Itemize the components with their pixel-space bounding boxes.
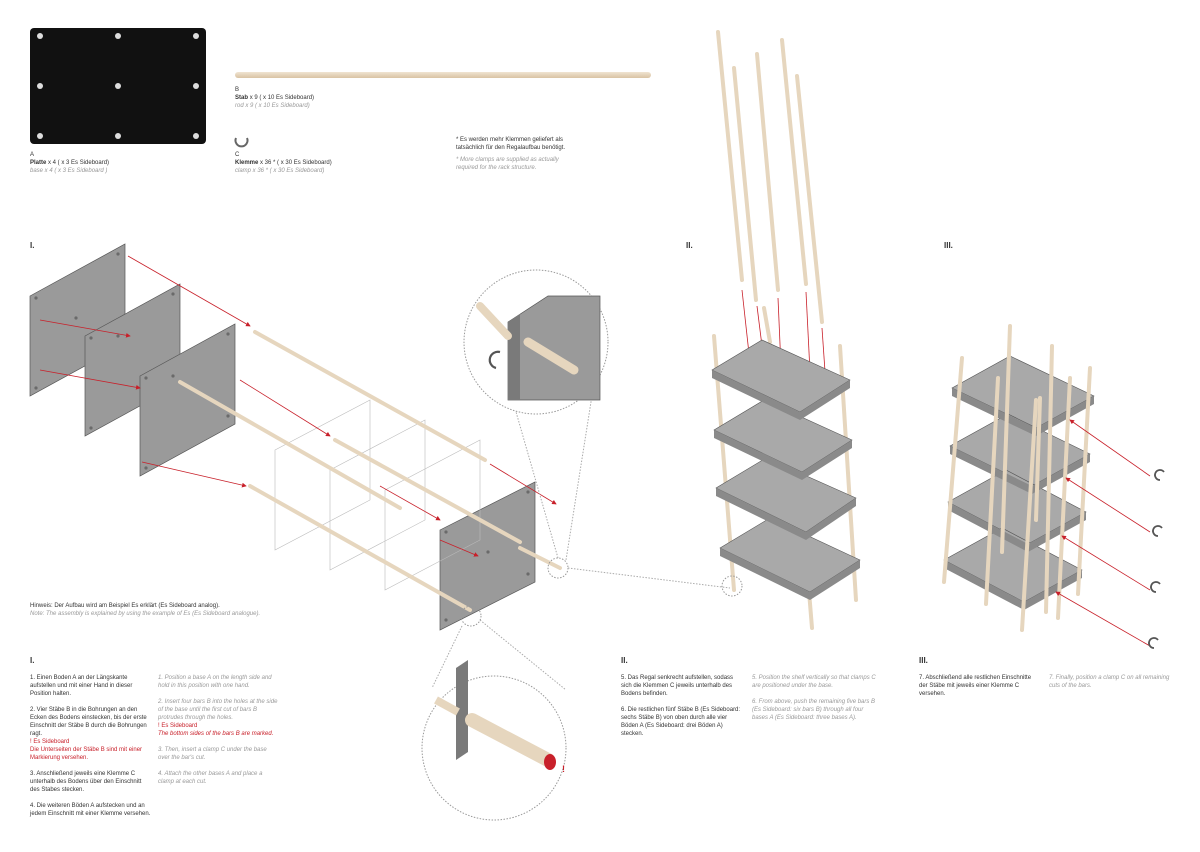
- steps-1-title: I.: [30, 656, 35, 665]
- detail-rod-marking: [421, 567, 731, 821]
- steps-2-title: II.: [621, 656, 628, 665]
- part-b-rod: [235, 72, 651, 78]
- steps-3-en: 7. Finally, position a clamp C on all re…: [1049, 675, 1170, 689]
- steps-1-en: 1. Position a base A on the length side …: [158, 675, 278, 785]
- section-1-marker: I.: [30, 241, 35, 250]
- steps-2-de: 5. Das Regal senkrecht aufstellen, sodas…: [621, 675, 741, 737]
- part-c-label: C Klemme x 36 * ( x 30 Es Sideboard) cla…: [235, 152, 332, 174]
- part-c-clamp: [234, 137, 249, 148]
- section-2-drawing: [711, 30, 861, 630]
- section-1-drawing: [29, 243, 569, 631]
- part-b-label: B Stab x 9 ( x 10 Es Sideboard) rod x 9 …: [235, 87, 315, 109]
- section-3-drawing: [942, 324, 1165, 649]
- steps-2-en: 5. Position the shelf vertically so that…: [752, 675, 876, 721]
- part-a-board: [30, 28, 206, 144]
- section-2-marker: II.: [686, 241, 693, 250]
- assembly-hint: Hinweis: Der Aufbau wird am Beispiel Es …: [30, 603, 261, 617]
- detail-clamp-magnified: [463, 269, 609, 561]
- section-3-marker: III.: [944, 241, 953, 250]
- steps-3-de: 7. Abschließend alle restlichen Einschni…: [919, 675, 1032, 697]
- steps-3-title: III.: [919, 656, 928, 665]
- marking-indicator: !: [562, 764, 565, 774]
- steps-1-de: 1. Einen Boden A an der Längskante aufst…: [30, 675, 151, 817]
- part-a-label: A Platte x 4 ( x 3 Es Sideboard) base x …: [30, 152, 110, 174]
- clamp-note: * Es werden mehr Klemmen geliefert als t…: [456, 137, 566, 171]
